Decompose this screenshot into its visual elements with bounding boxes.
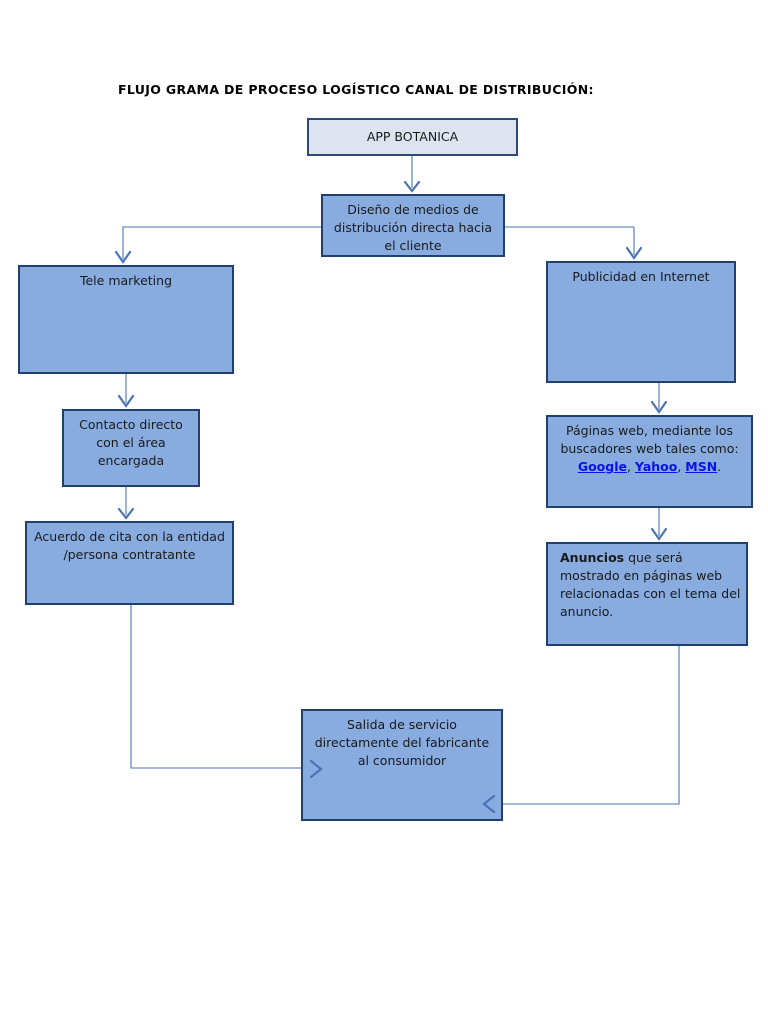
link-sep-2: ,: [677, 459, 686, 474]
node-diseno-medios-label: Diseño de medios de distribución directa…: [333, 202, 493, 253]
node-anuncios-lead: Anuncios: [560, 550, 625, 565]
connector-diseno-to-publicidad: [505, 226, 635, 255]
link-yahoo[interactable]: Yahoo: [634, 459, 678, 474]
node-paginas-web-links: Google, Yahoo, MSN.: [548, 458, 751, 476]
node-contacto-directo[interactable]: Contacto directo con el área encargada: [62, 409, 200, 487]
node-salida-servicio[interactable]: Salida de servicio directamente del fabr…: [301, 709, 503, 821]
connector-diseno-to-tele: [122, 226, 321, 259]
node-app-botanica-label: APP BOTANICA: [366, 129, 459, 144]
node-tele-marketing-label: Tele marketing: [79, 273, 173, 288]
node-publicidad-internet-label: Publicidad en Internet: [572, 269, 710, 284]
node-salida-servicio-label: Salida de servicio directamente del fabr…: [314, 717, 490, 768]
node-contacto-directo-label: Contacto directo con el área encargada: [79, 417, 183, 468]
connector-anuncios-to-salida: [489, 646, 680, 805]
node-publicidad-internet[interactable]: Publicidad en Internet: [546, 261, 736, 383]
node-anuncios-label: que será mostrado en páginas web relacio…: [560, 550, 741, 619]
node-paginas-web[interactable]: Páginas web, mediante los buscadores web…: [546, 415, 753, 508]
node-diseno-medios[interactable]: Diseño de medios de distribución directa…: [321, 194, 505, 257]
page-title: FLUJO GRAMA DE PROCESO LOGÍSTICO CANAL D…: [118, 82, 594, 97]
node-acuerdo-cita[interactable]: Acuerdo de cita con la entidad /persona …: [25, 521, 234, 605]
link-sep-3: .: [717, 459, 722, 474]
node-anuncios[interactable]: Anuncios que será mostrado en páginas we…: [546, 542, 748, 646]
link-msn[interactable]: MSN: [685, 459, 718, 474]
node-tele-marketing[interactable]: Tele marketing: [18, 265, 234, 374]
connector-acuerdo-to-salida: [130, 605, 316, 769]
link-sep-1: ,: [626, 459, 635, 474]
node-anuncios-text: Anuncios que será mostrado en páginas we…: [548, 549, 746, 621]
node-app-botanica[interactable]: APP BOTANICA: [307, 118, 518, 156]
link-google[interactable]: Google: [577, 459, 627, 474]
node-paginas-web-label: Páginas web, mediante los buscadores web…: [560, 423, 739, 456]
node-acuerdo-cita-label: Acuerdo de cita con la entidad /persona …: [34, 529, 225, 562]
